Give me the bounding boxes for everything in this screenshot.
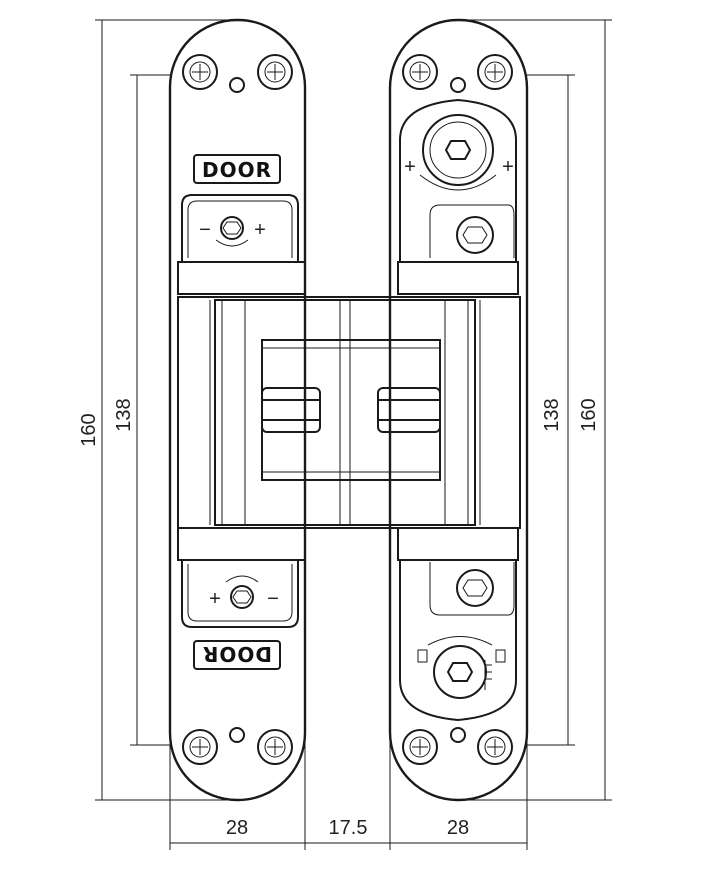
screw-hole-icon-right <box>402 54 513 765</box>
screw-icon <box>456 216 494 254</box>
svg-text:−: − <box>199 219 211 241</box>
dim-right-160: 160 <box>578 398 600 431</box>
dim-left-160: 160 <box>78 413 100 446</box>
dim-left-138: 138 <box>113 398 135 431</box>
svg-text:+: + <box>404 156 416 178</box>
hinge-center-body <box>177 296 521 529</box>
screw-icon-lower <box>456 569 494 607</box>
dim-right-28: 28 <box>447 817 469 839</box>
right-hinge-plate: + + <box>388 18 529 802</box>
dim-gap-17-5: 17.5 <box>329 817 368 839</box>
left-hinge-plate: DOOR − + + − DOOR <box>168 18 307 802</box>
dim-right-138: 138 <box>541 398 563 431</box>
dim-left-28: 28 <box>226 817 248 839</box>
height-adjuster-icon: + + <box>404 114 514 191</box>
svg-text:+: + <box>209 588 221 610</box>
screw-hole-icon <box>182 54 293 765</box>
adjust-screw-icon: − + <box>199 216 266 247</box>
depth-adjuster-icon <box>417 636 506 699</box>
dimension-right-160: 160 <box>460 19 612 801</box>
svg-text:−: − <box>267 588 279 610</box>
svg-text:+: + <box>254 219 266 241</box>
svg-text:+: + <box>502 156 514 178</box>
adjust-screw-icon-lower: + − <box>209 575 279 610</box>
dimension-right-138: 138 <box>495 74 575 746</box>
dimension-left-160: 160 <box>78 19 230 801</box>
door-label-top: DOOR <box>202 158 272 182</box>
door-label-bottom: DOOR <box>202 642 272 666</box>
